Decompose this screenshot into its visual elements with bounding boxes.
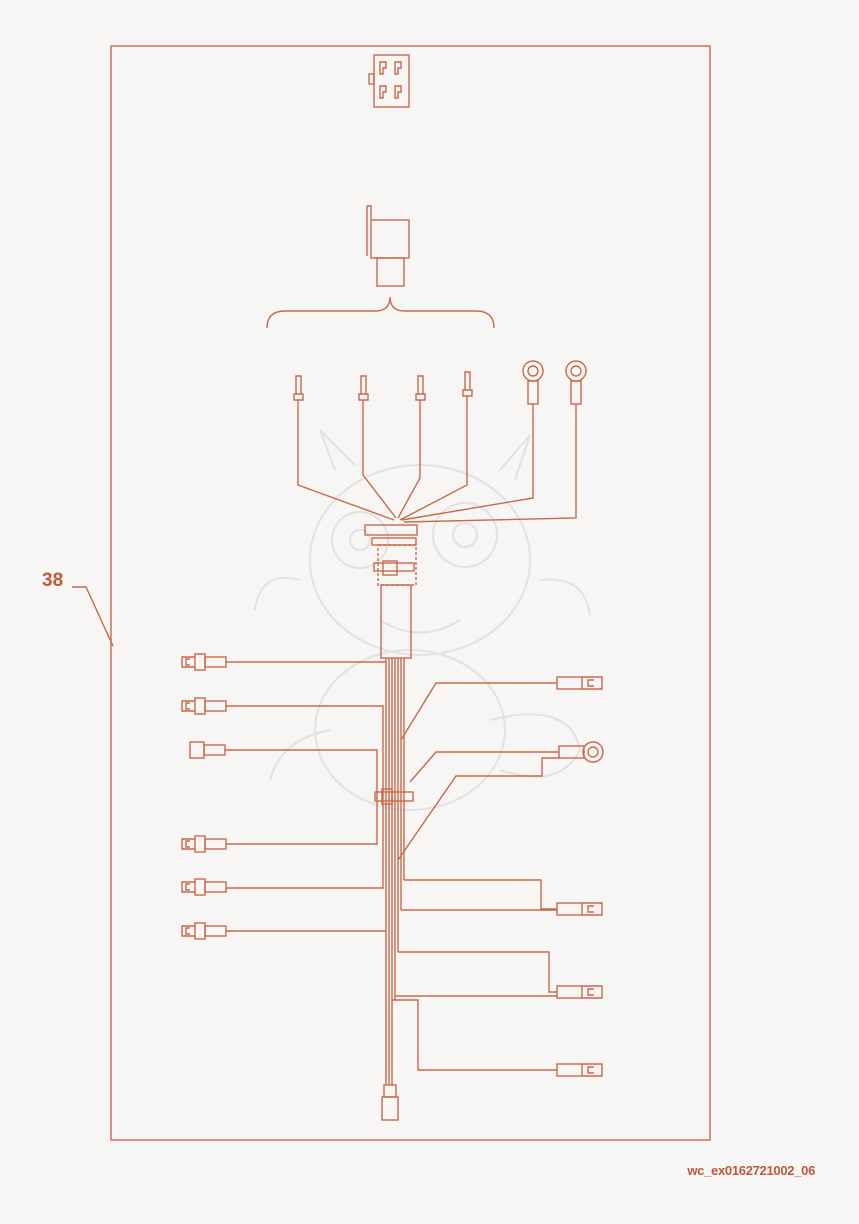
fork-terminal-icon [556,676,603,1077]
group-brace [266,296,495,329]
blade-terminal-icon [293,371,473,412]
callout-leader [72,586,114,647]
multi-pin-connector-icon [368,54,410,108]
plug-connector-icon [381,1084,399,1121]
relay-icon [366,205,410,287]
diagram-frame [110,45,711,1141]
ring-terminal-icon [558,741,604,763]
callout-number: 38 [42,570,64,591]
dragon-watermark [254,429,591,811]
ring-terminal-icon [522,360,587,405]
figure-code: wc_ex0162721002_06 [687,1163,815,1178]
fork-terminal-icon [181,653,227,940]
